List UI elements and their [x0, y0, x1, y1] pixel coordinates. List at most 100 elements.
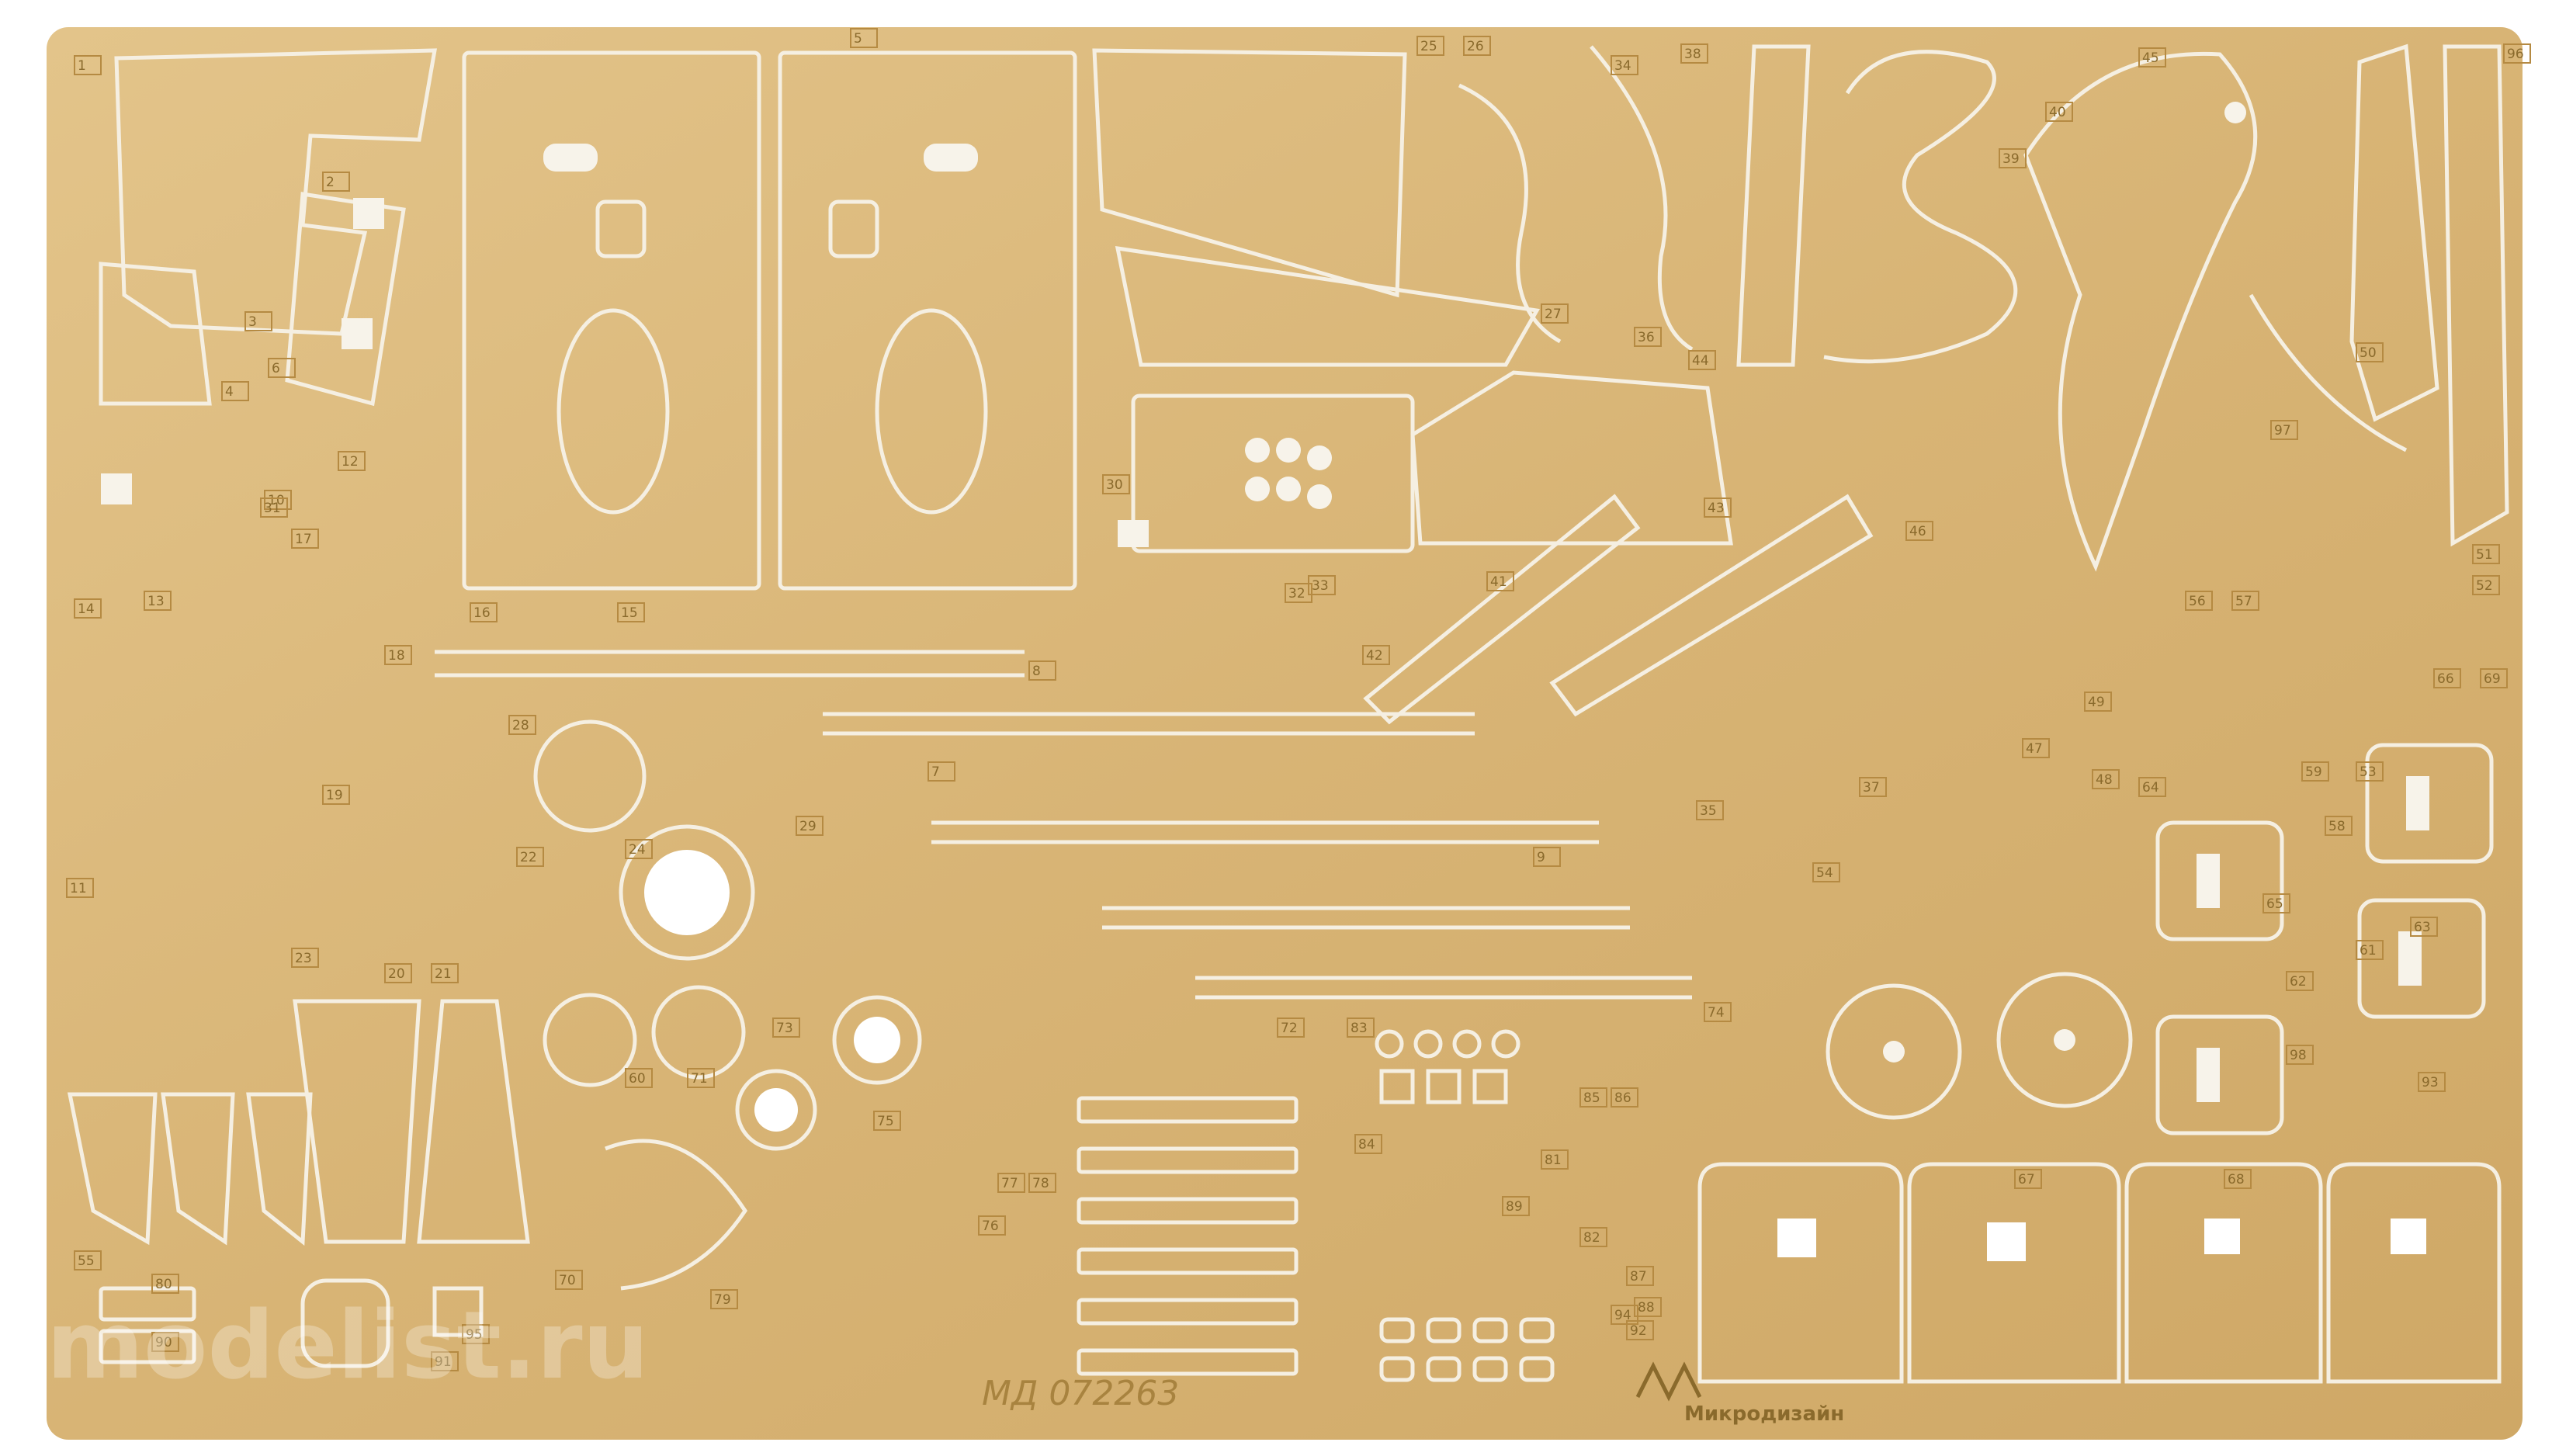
part-number-64: 64: [2138, 777, 2166, 797]
part-number-text: 73: [776, 1021, 793, 1036]
part-number-69: 69: [2480, 668, 2508, 688]
product-code: МД 072263: [982, 1374, 1179, 1413]
part-number-8: 8: [1028, 660, 1056, 681]
part-number-text: 18: [388, 648, 405, 664]
part-number-text: 58: [2328, 819, 2346, 834]
part-number-text: 63: [2414, 920, 2431, 935]
part-number-text: 25: [1420, 39, 1437, 54]
part-number-27: 27: [1541, 303, 1569, 324]
part-number-7: 7: [928, 761, 955, 782]
part-number-text: 44: [1692, 353, 1709, 369]
right-box-parts: [2155, 743, 2494, 1135]
part-number-70: 70: [555, 1270, 583, 1290]
part-number-45: 45: [2138, 47, 2166, 68]
part-number-text: 43: [1708, 501, 1725, 516]
part-number-text: 6: [272, 361, 280, 376]
part-number-35: 35: [1696, 800, 1724, 820]
part-number-text: 24: [629, 842, 646, 858]
part-number-53: 53: [2356, 761, 2384, 782]
part-number-text: 91: [435, 1354, 452, 1370]
part-number-text: 26: [1467, 39, 1484, 54]
part-number-86: 86: [1611, 1087, 1638, 1108]
part-number-5: 5: [850, 28, 878, 48]
part-number-59: 59: [2301, 761, 2329, 782]
part-number-25: 25: [1416, 36, 1444, 56]
part-number-44: 44: [1688, 350, 1716, 370]
brand-logo: [1635, 1361, 1702, 1402]
part-number-37: 37: [1859, 777, 1887, 797]
part-number-66: 66: [2433, 668, 2461, 688]
long-rails: [435, 494, 1874, 1000]
part-number-20: 20: [384, 963, 412, 983]
part-number-text: 54: [1816, 865, 1833, 881]
part-number-29: 29: [796, 816, 824, 836]
part-number-text: 3: [248, 314, 257, 330]
part-number-60: 60: [625, 1068, 653, 1088]
part-number-text: 65: [2266, 896, 2283, 912]
part-number-6: 6: [268, 358, 296, 378]
part-number-text: 59: [2305, 764, 2322, 780]
part-number-text: 40: [2049, 105, 2066, 120]
part-number-text: 21: [435, 966, 452, 982]
part-number-text: 61: [2360, 943, 2377, 959]
part-number-text: 83: [1351, 1021, 1368, 1036]
part-number-9: 9: [1533, 847, 1561, 867]
part-number-78: 78: [1028, 1173, 1056, 1193]
part-number-text: 33: [1312, 578, 1329, 594]
part-number-text: 8: [1032, 664, 1041, 679]
part-number-77: 77: [997, 1173, 1025, 1193]
part-number-text: 29: [799, 819, 817, 834]
part-number-15: 15: [617, 602, 645, 622]
part-number-text: 12: [342, 454, 359, 470]
part-number-79: 79: [710, 1289, 738, 1309]
part-number-text: 42: [1366, 648, 1383, 664]
part-number-text: 98: [2290, 1048, 2307, 1063]
part-number-58: 58: [2325, 816, 2353, 836]
part-number-88: 88: [1634, 1297, 1662, 1317]
part-number-39: 39: [1999, 148, 2027, 168]
part-number-text: 9: [1537, 850, 1545, 865]
door-panels: [1697, 1162, 2502, 1384]
part-number-text: 49: [2088, 695, 2105, 710]
part-number-73: 73: [772, 1017, 800, 1038]
part-number-21: 21: [431, 963, 459, 983]
part-number-text: 23: [295, 951, 312, 966]
part-number-42: 42: [1362, 645, 1390, 665]
curved-strips: [1458, 43, 2509, 572]
instrument-panels: [1092, 48, 1733, 553]
part-number-text: 81: [1545, 1153, 1562, 1168]
part-number-text: 84: [1358, 1137, 1375, 1153]
part-number-text: 53: [2360, 764, 2377, 780]
part-number-text: 47: [2026, 741, 2043, 757]
part-number-48: 48: [2092, 769, 2120, 789]
part-number-81: 81: [1541, 1149, 1569, 1170]
part-number-text: 79: [714, 1292, 731, 1308]
part-number-95: 95: [462, 1324, 490, 1344]
part-number-40: 40: [2045, 102, 2073, 122]
part-number-46: 46: [1905, 521, 1933, 541]
part-number-text: 96: [2507, 47, 2524, 62]
part-number-74: 74: [1704, 1002, 1732, 1022]
part-number-3: 3: [244, 311, 272, 331]
part-number-text: 7: [931, 764, 940, 780]
part-number-52: 52: [2472, 575, 2500, 595]
part-number-text: 97: [2274, 423, 2291, 439]
part-number-76: 76: [978, 1215, 1006, 1236]
part-number-1: 1: [74, 55, 102, 75]
part-number-90: 90: [151, 1332, 179, 1352]
part-number-text: 52: [2476, 578, 2493, 594]
part-number-text: 38: [1684, 47, 1701, 62]
part-number-97: 97: [2270, 420, 2298, 440]
part-number-text: 16: [473, 605, 491, 621]
part-number-text: 57: [2235, 594, 2252, 609]
part-number-text: 87: [1630, 1269, 1647, 1284]
part-number-text: 4: [225, 384, 234, 400]
part-number-30: 30: [1102, 474, 1130, 494]
part-number-text: 36: [1638, 330, 1655, 345]
part-number-text: 68: [2228, 1172, 2245, 1187]
part-number-text: 64: [2142, 780, 2159, 796]
part-number-text: 71: [691, 1071, 708, 1087]
part-number-text: 70: [559, 1273, 576, 1288]
part-number-84: 84: [1354, 1134, 1382, 1154]
